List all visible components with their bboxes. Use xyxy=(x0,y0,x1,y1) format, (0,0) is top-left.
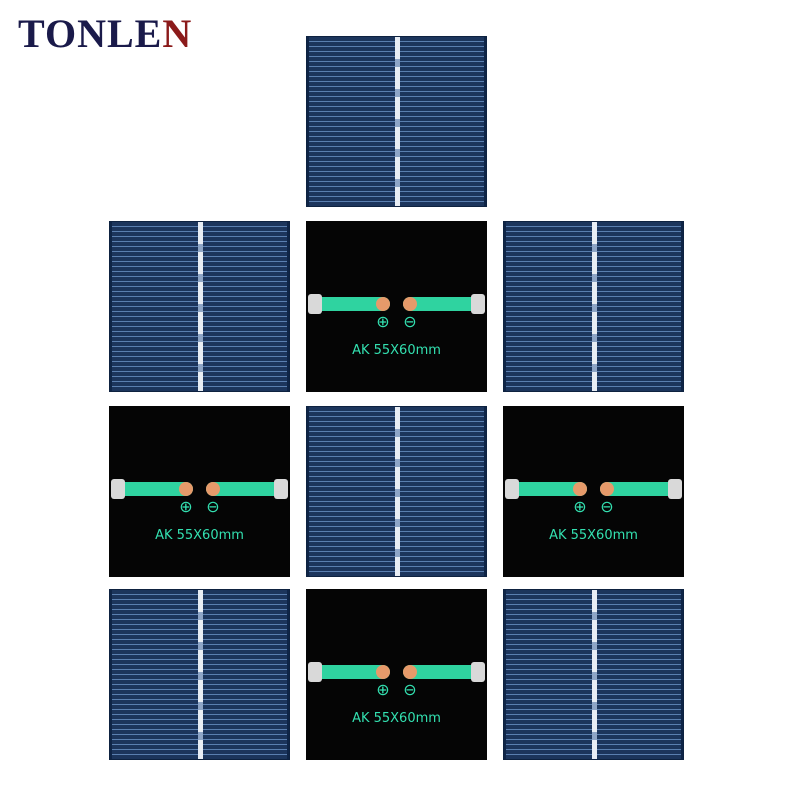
positive-symbol-icon: ⊕ xyxy=(376,312,390,331)
brand-logo-letter: N xyxy=(162,11,193,56)
contact-strip-left xyxy=(312,665,390,679)
solder-tab-left xyxy=(308,662,322,682)
solar-panel-front xyxy=(503,221,684,392)
positive-symbol-icon: ⊕ xyxy=(376,680,390,699)
panel-edge xyxy=(504,590,506,759)
brand-logo-letter: O xyxy=(44,11,78,56)
brand-logo-letter: L xyxy=(106,11,135,56)
panel-edge xyxy=(307,37,309,206)
panel-size-label: AK 55X60mm xyxy=(549,528,638,543)
brand-logo-letter: N xyxy=(77,11,107,56)
contact-strip-left xyxy=(115,482,193,496)
panel-edge xyxy=(287,590,289,759)
busbar xyxy=(394,37,400,206)
panel-edge xyxy=(681,222,683,391)
negative-pad xyxy=(403,665,417,679)
contact-strip-left xyxy=(509,482,587,496)
positive-pad xyxy=(573,482,587,496)
solder-tab-right xyxy=(274,479,288,499)
negative-pad xyxy=(206,482,220,496)
positive-pad xyxy=(376,665,390,679)
busbar xyxy=(591,590,597,759)
solar-panel-front xyxy=(306,406,487,577)
positive-pad xyxy=(179,482,193,496)
panel-edge xyxy=(484,37,486,206)
brand-logo: TONLEN xyxy=(18,14,192,54)
panel-edge xyxy=(504,222,506,391)
solar-panel-back: ⊕ ⊖ AK 55X60mm xyxy=(306,221,487,392)
busbar xyxy=(394,407,400,576)
brand-logo-letter: T xyxy=(18,11,45,56)
positive-symbol-icon: ⊕ xyxy=(179,497,193,516)
positive-pad xyxy=(376,297,390,311)
solar-panel-front xyxy=(306,36,487,207)
solar-panel-front xyxy=(109,221,290,392)
contact-strip-right xyxy=(403,665,481,679)
panel-edge xyxy=(110,590,112,759)
solar-panel-front xyxy=(109,589,290,760)
panel-edge xyxy=(110,222,112,391)
panel-edge xyxy=(307,407,309,576)
panel-edge xyxy=(484,407,486,576)
positive-symbol-icon: ⊕ xyxy=(573,497,587,516)
contact-strip-left xyxy=(312,297,390,311)
busbar xyxy=(197,590,203,759)
solder-tab-right xyxy=(668,479,682,499)
negative-symbol-icon: ⊖ xyxy=(403,680,417,699)
panel-edge xyxy=(287,222,289,391)
solar-panel-back: ⊕ ⊖ AK 55X60mm xyxy=(503,406,684,577)
solar-panel-back: ⊕ ⊖ AK 55X60mm xyxy=(109,406,290,577)
solder-tab-left xyxy=(308,294,322,314)
panel-edge xyxy=(681,590,683,759)
negative-symbol-icon: ⊖ xyxy=(600,497,614,516)
solder-tab-right xyxy=(471,662,485,682)
busbar xyxy=(591,222,597,391)
solder-tab-left xyxy=(505,479,519,499)
negative-pad xyxy=(600,482,614,496)
solar-panel-front xyxy=(503,589,684,760)
contact-strip-right xyxy=(600,482,678,496)
negative-pad xyxy=(403,297,417,311)
contact-strip-right xyxy=(403,297,481,311)
panel-size-label: AK 55X60mm xyxy=(352,343,441,358)
contact-strip-right xyxy=(206,482,284,496)
panel-size-label: AK 55X60mm xyxy=(352,711,441,726)
busbar xyxy=(197,222,203,391)
brand-logo-letter: E xyxy=(134,11,163,56)
negative-symbol-icon: ⊖ xyxy=(403,312,417,331)
solar-panel-back: ⊕ ⊖ AK 55X60mm xyxy=(306,589,487,760)
panel-size-label: AK 55X60mm xyxy=(155,528,244,543)
solder-tab-left xyxy=(111,479,125,499)
negative-symbol-icon: ⊖ xyxy=(206,497,220,516)
solder-tab-right xyxy=(471,294,485,314)
